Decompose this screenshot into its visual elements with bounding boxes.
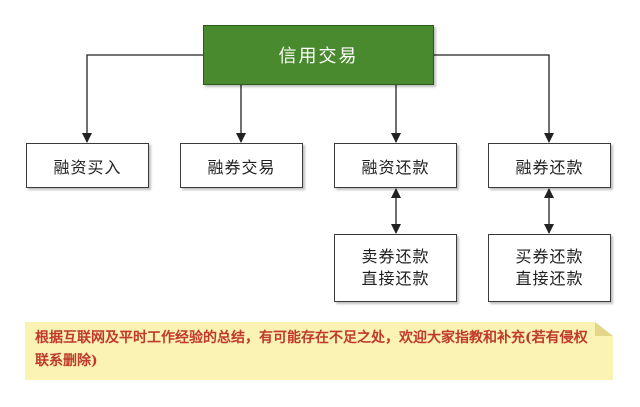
root-node: 信用交易 [203, 25, 434, 85]
subnode-financing-repay-methods: 卖券还款 直接还款 [334, 234, 457, 302]
subnode-line: 买券还款 [515, 247, 584, 266]
node-financing-repay: 融资还款 [334, 143, 457, 188]
note-background [25, 322, 613, 380]
subnode-line: 直接还款 [515, 269, 584, 288]
disclaimer-text: 根据互联网及平时工作经验的总结，有可能存在不足之处，欢迎大家指教和补充(若有侵权… [35, 330, 588, 369]
subnode-line: 卖券还款 [361, 247, 430, 266]
subnode-securities-repay-methods: 买券还款 直接还款 [488, 234, 611, 302]
node-label: 融资还款 [361, 157, 430, 177]
node-securities-repay: 融券还款 [488, 143, 611, 188]
root-node-label: 信用交易 [278, 46, 359, 67]
node-label: 融资买入 [53, 157, 122, 177]
connector-left [82, 54, 203, 143]
node-financing-buy: 融资买入 [26, 143, 149, 188]
node-label: 融券交易 [207, 157, 276, 177]
disclaimer-note: 根据互联网及平时工作经验的总结，有可能存在不足之处，欢迎大家指教和补充(若有侵权… [25, 322, 613, 380]
node-label: 融券还款 [515, 157, 584, 177]
connector-right [434, 54, 554, 143]
node-securities-lending: 融券交易 [180, 143, 303, 188]
subnode-line: 直接还款 [361, 269, 430, 288]
